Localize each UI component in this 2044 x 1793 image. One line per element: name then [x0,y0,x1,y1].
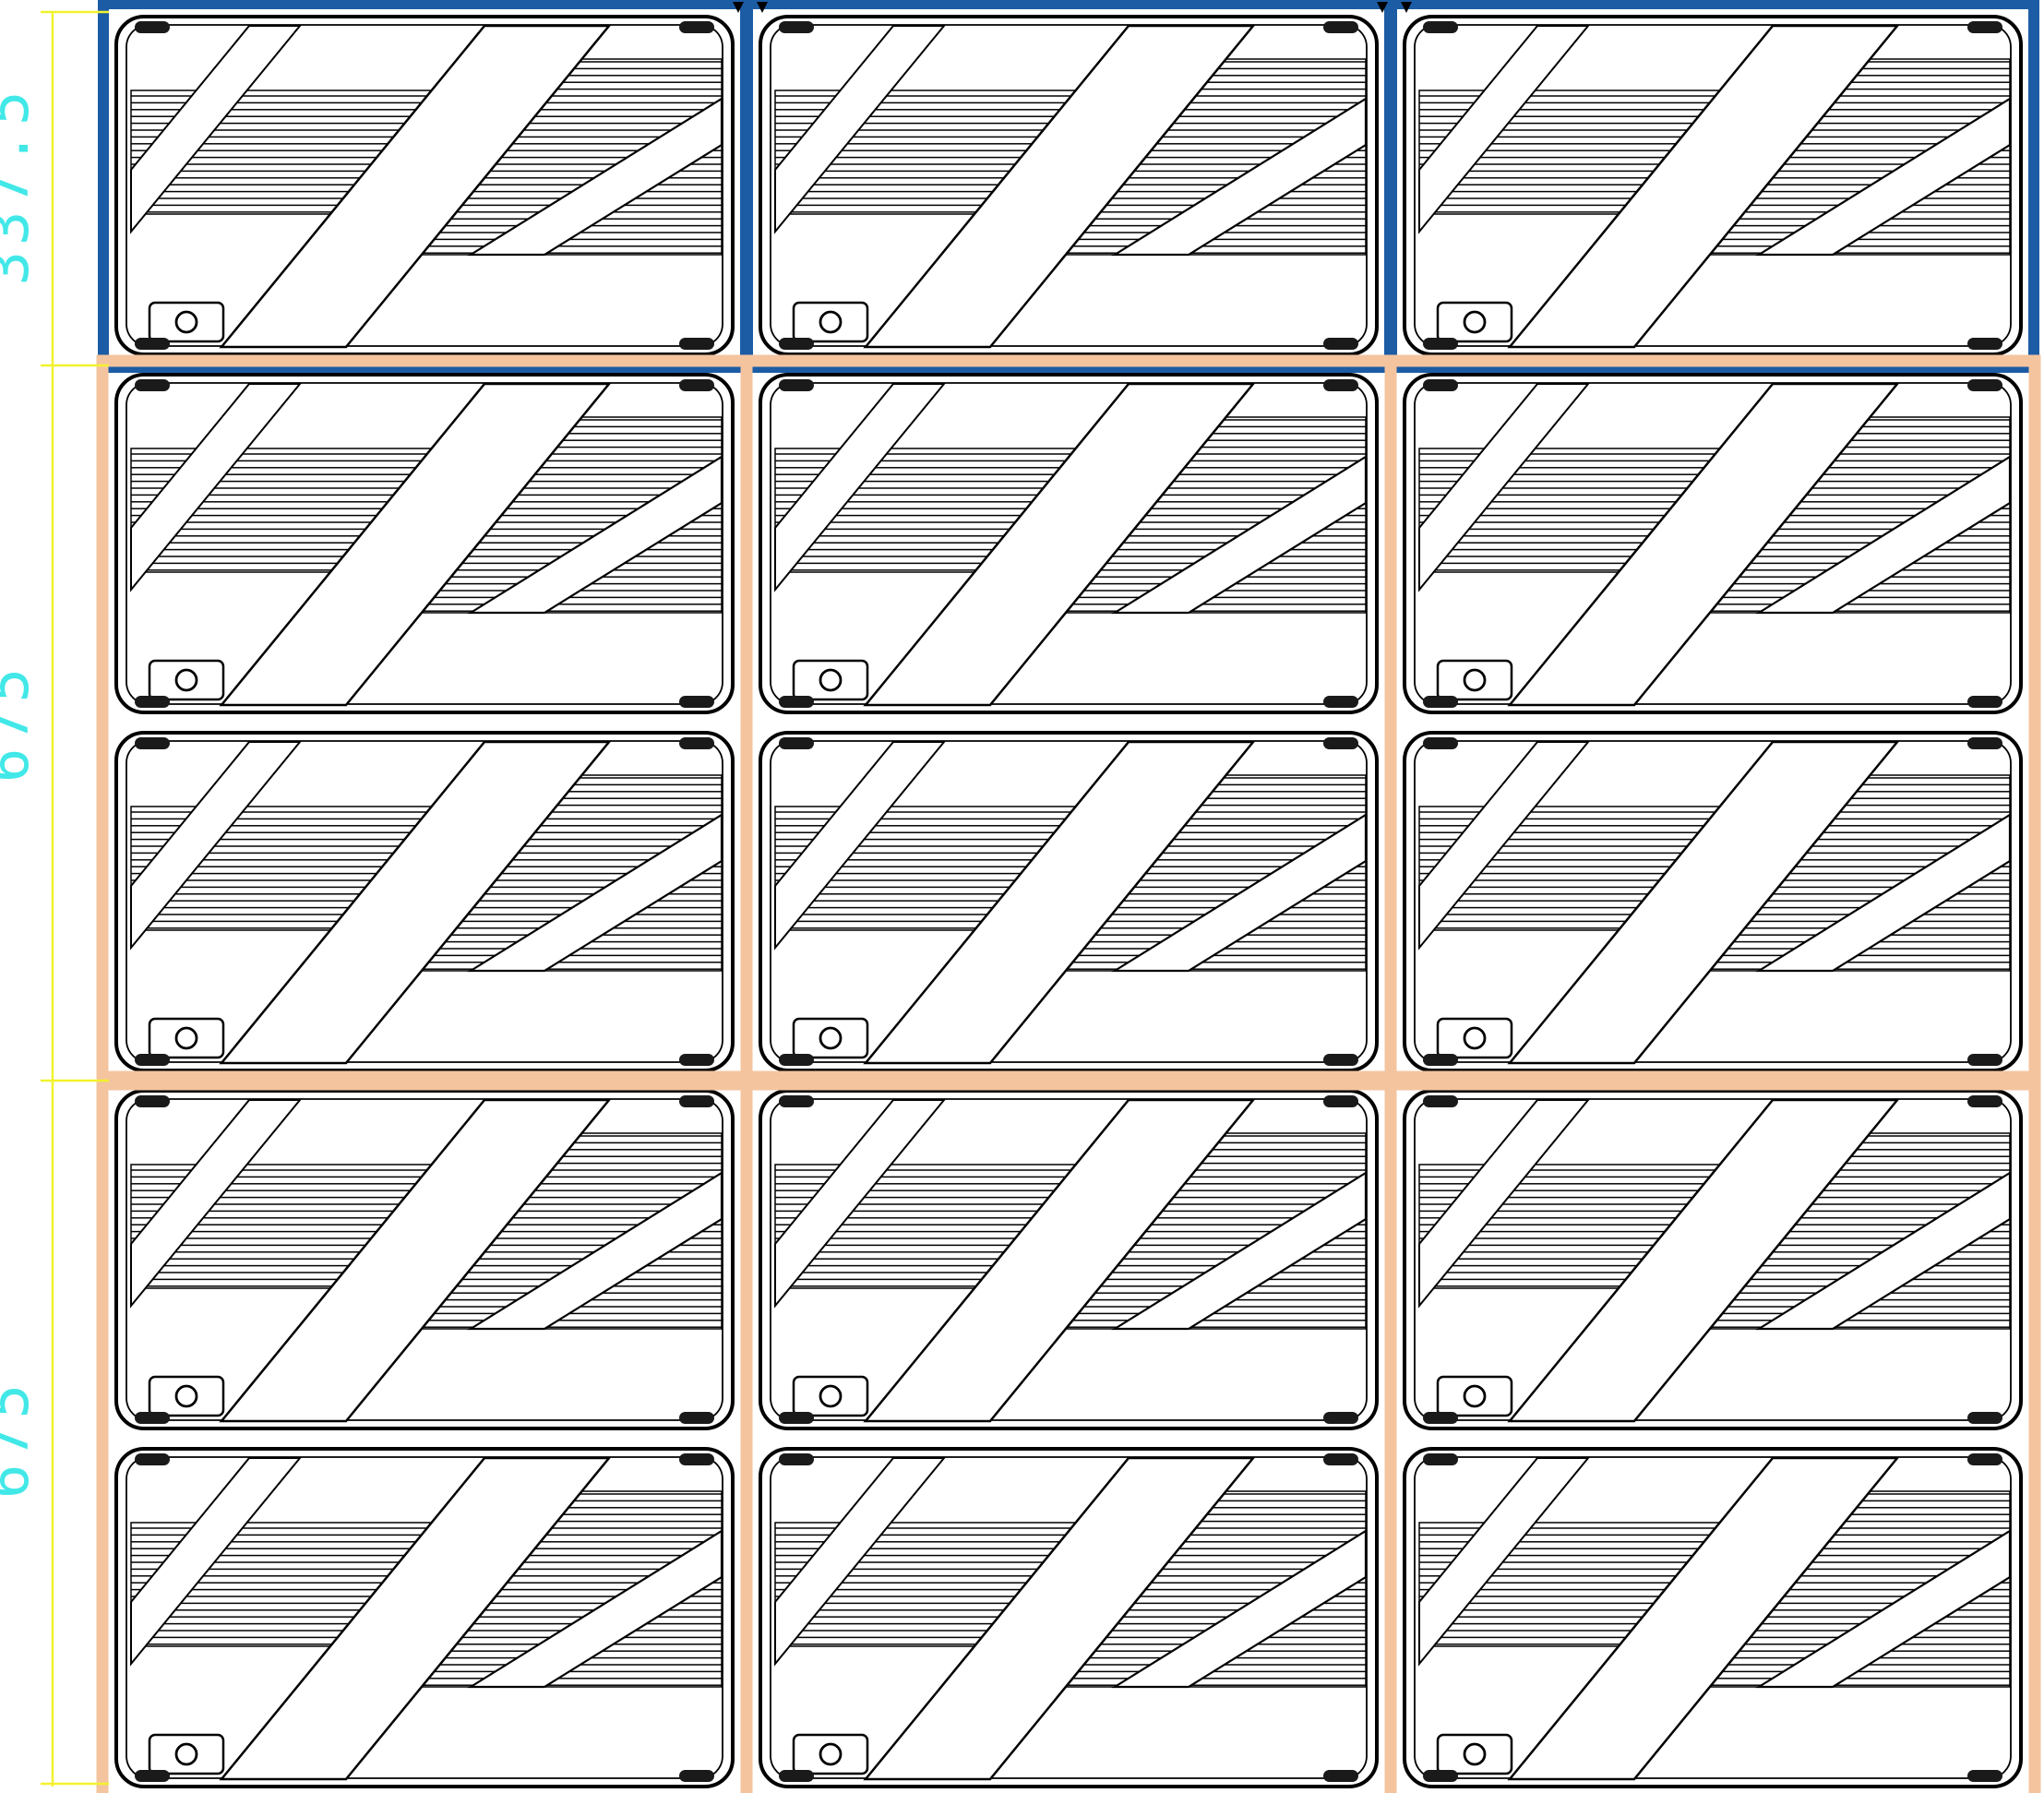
pcb-panel [1403,731,2023,1072]
pcb-panel [1403,373,2023,714]
pcb-panel [1403,1089,2023,1430]
arrowhead-icon [1401,2,1412,13]
pcb-panel [759,1447,1379,1788]
pcb-panel [1403,15,2023,356]
blue-group-outline [1386,0,2039,373]
orange-group-outline [1384,1070,2041,1793]
pcb-panel [759,15,1379,356]
pcb-panel [759,731,1379,1072]
orange-group-outline [1384,354,2041,1091]
panel-grid [114,15,2023,1788]
pcb-panel [114,1089,735,1430]
dimension-annotations: 337.5 675 675 [0,10,109,1787]
pcb-panel [1403,1447,2023,1788]
arrowhead-icon [733,2,744,13]
dimension-label-675-upper: 675 [0,663,42,783]
pcb-panel [114,373,735,714]
pcb-panel [759,1089,1379,1430]
pcb-panel [114,731,735,1072]
arrowhead-icon [757,2,768,13]
group-outlines [96,0,2041,1793]
dimension-label-675-lower: 675 [0,1379,42,1499]
pcb-panel [114,1447,735,1788]
dimension-label-337-5: 337.5 [0,86,42,286]
pcb-panel [759,373,1379,714]
top-dimension-arrowheads [733,2,1412,13]
pcb-panel [114,15,735,356]
arrowhead-icon [1377,2,1388,13]
